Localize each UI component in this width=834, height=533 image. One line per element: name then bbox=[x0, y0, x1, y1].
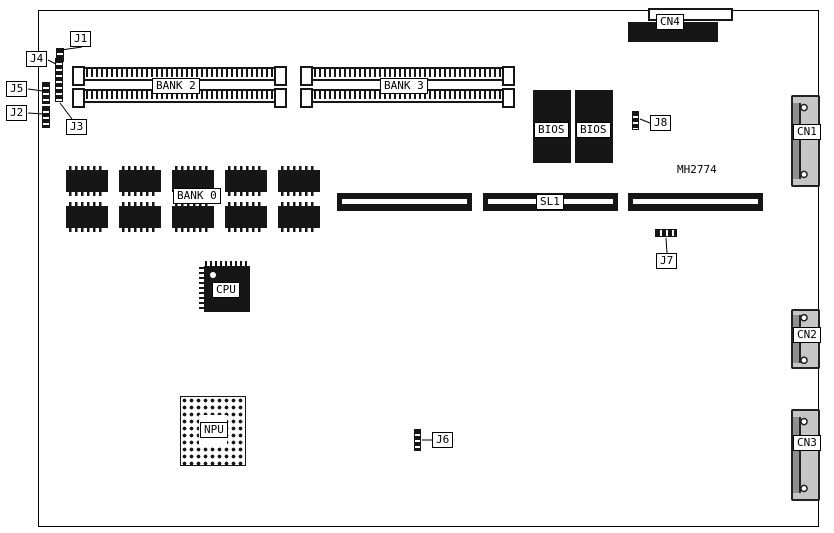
jumper-j6-pins bbox=[414, 429, 421, 451]
dip-chip bbox=[172, 202, 214, 232]
label-j1: J1 bbox=[70, 31, 92, 47]
label-cpu: CPU bbox=[212, 282, 240, 298]
label-j7: J7 bbox=[656, 253, 678, 269]
label-cn1: CN1 bbox=[793, 124, 821, 140]
jumper-j4-pins bbox=[55, 58, 63, 102]
expansion-slot-1 bbox=[337, 193, 472, 211]
dip-chip bbox=[225, 166, 267, 196]
label-j6: J6 bbox=[432, 432, 454, 448]
label-bank2: BANK 2 bbox=[152, 78, 200, 94]
label-sl1: SL1 bbox=[536, 194, 564, 210]
cn4-connector-body bbox=[628, 22, 718, 42]
dip-chip bbox=[278, 202, 320, 232]
label-j5: J5 bbox=[6, 81, 28, 97]
jumper-j5-pins bbox=[42, 82, 50, 104]
dip-chip bbox=[119, 166, 161, 196]
simm-socket-bank2-row1 bbox=[72, 66, 287, 86]
part-number-text: MH2774 bbox=[677, 163, 717, 176]
label-j3: J3 bbox=[66, 119, 88, 135]
dip-chip bbox=[119, 202, 161, 232]
label-bank0: BANK 0 bbox=[173, 188, 221, 204]
label-cn4: CN4 bbox=[656, 14, 684, 30]
jumper-j7-pins bbox=[655, 229, 677, 237]
label-bios-2: BIOS bbox=[576, 122, 611, 138]
label-npu: NPU bbox=[200, 422, 228, 438]
cn3-connector bbox=[791, 409, 820, 501]
label-bios-1: BIOS bbox=[534, 122, 569, 138]
jumper-j2-pins bbox=[42, 106, 50, 128]
simm-socket-bank2-row2 bbox=[72, 88, 287, 108]
dip-chip bbox=[225, 202, 267, 232]
simm-socket-bank3-row1 bbox=[300, 66, 515, 86]
dip-chip bbox=[66, 166, 108, 196]
label-j2: J2 bbox=[6, 105, 28, 121]
cn1-connector bbox=[791, 95, 820, 187]
simm-socket-bank3-row2 bbox=[300, 88, 515, 108]
label-cn2: CN2 bbox=[793, 327, 821, 343]
expansion-slot-3 bbox=[628, 193, 763, 211]
dip-chip bbox=[278, 166, 320, 196]
jumper-j8-pins bbox=[632, 111, 639, 130]
label-bank3: BANK 3 bbox=[380, 78, 428, 94]
label-j4: J4 bbox=[26, 51, 48, 67]
label-j8: J8 bbox=[650, 115, 672, 131]
dip-chip bbox=[66, 202, 108, 232]
label-cn3: CN3 bbox=[793, 435, 821, 451]
